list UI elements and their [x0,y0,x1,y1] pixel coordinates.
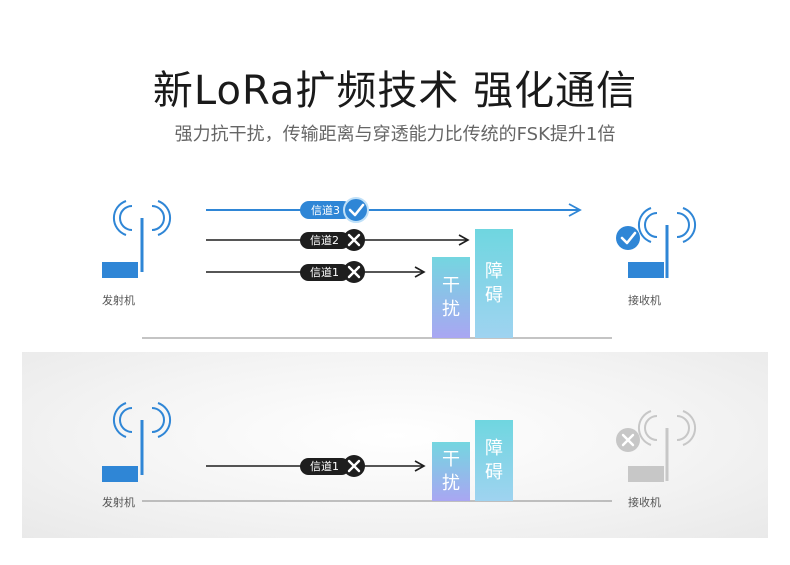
interference-char-1: 干 [442,274,460,296]
cross-icon [343,455,365,477]
bottom-channel-1-label: 信道1 [310,459,339,473]
interference-char-2: 扰 [442,298,460,320]
channel-1-label: 信道1 [310,265,339,279]
bottom-receiver-failed-icon [616,428,640,452]
channel-3-label: 信道3 [311,203,340,217]
top-interference-bar: 干 扰 [432,257,470,338]
cross-icon [343,229,365,251]
bottom-interference-bar: 干 扰 [432,442,470,501]
interference-char-2: 扰 [442,472,460,494]
top-obstacle-bar: 障 碍 [475,229,513,338]
top-receiver-ok-icon [616,226,640,250]
top-receiver-icon [628,207,697,278]
bottom-transmitter-label: 发射机 [102,496,135,509]
obstacle-char-2: 碍 [485,461,503,483]
cross-icon [343,261,365,283]
bottom-section-background [22,352,768,538]
channel-2-label: 信道2 [310,233,339,247]
top-receiver-label: 接收机 [628,294,661,307]
page-subtitle: 强力抗干扰，传输距离与穿透能力比传统的FSK提升1倍 [174,124,616,145]
obstacle-char-1: 障 [485,437,503,459]
bottom-channel-1-pill: 信道1 [300,458,350,475]
bottom-receiver-label: 接收机 [628,496,661,509]
top-transmitter-icon [102,200,172,278]
interference-char-1: 干 [442,448,460,470]
bottom-obstacle-bar: 障 碍 [475,420,513,501]
bottom-receiver-icon [628,410,697,482]
channel-1-pill: 信道1 [300,264,350,281]
check-icon [343,197,369,223]
channel-3-pill: 信道3 [300,201,352,219]
obstacle-char-1: 障 [485,260,503,282]
page-title: 新LoRa扩频技术 强化通信 [152,68,638,114]
bottom-transmitter-icon [102,402,172,482]
obstacle-char-2: 碍 [485,284,503,306]
top-transmitter-label: 发射机 [102,294,135,307]
channel-2-pill: 信道2 [300,232,350,249]
